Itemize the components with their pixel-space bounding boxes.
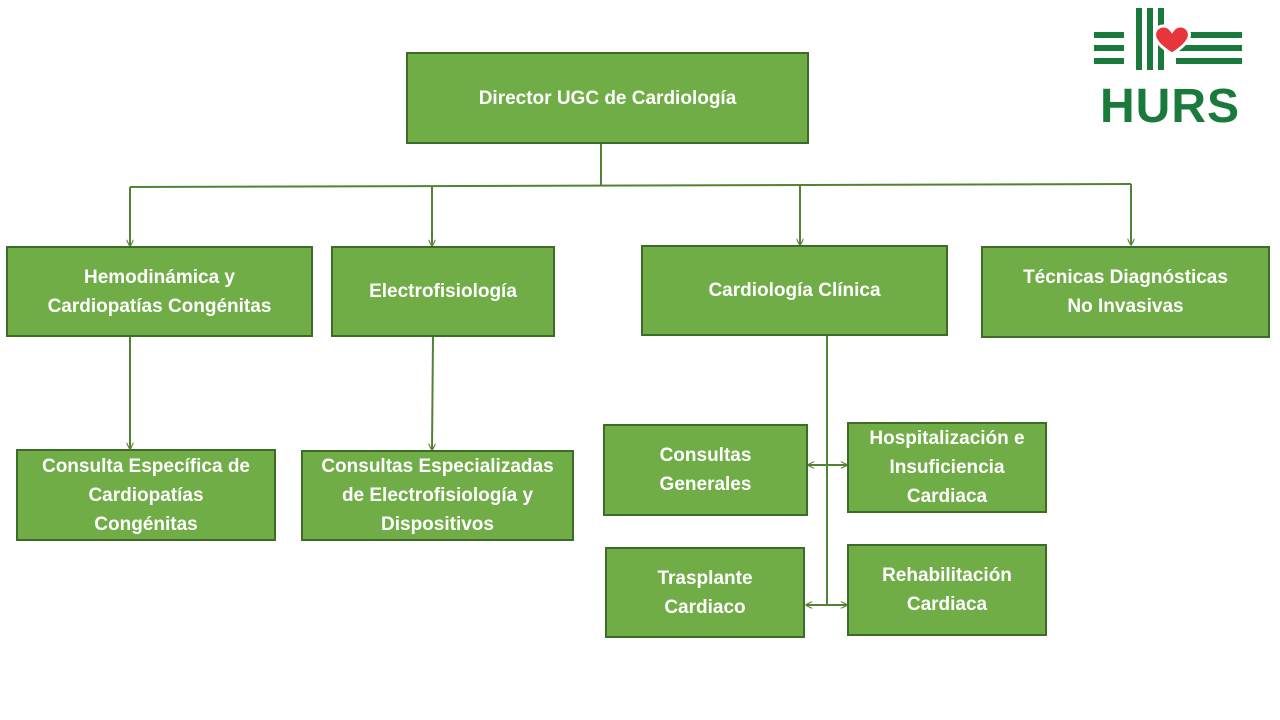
hospitalizacion-box: Hospitalización e Insuficiencia Cardiaca xyxy=(847,422,1047,513)
consultas-electro-label: Consultas Especializadas de Electrofisio… xyxy=(321,456,554,535)
hospitalizacion-label: Hospitalización e Insuficiencia Cardiaca xyxy=(869,428,1025,507)
consulta-cardiopatias-box: Consulta Específica de Cardiopatías Cong… xyxy=(16,449,276,541)
consultas-electro-box: Consultas Especializadas de Electrofisio… xyxy=(301,450,574,541)
electrofisiologia-label: Electrofisiología xyxy=(369,281,517,302)
hemodinamica-label: Hemodinámica y Cardiopatías Congénitas xyxy=(47,266,272,317)
director-label: Director UGC de Cardiología xyxy=(478,87,737,109)
tecnicas-label: Técnicas Diagnósticas No Invasivas xyxy=(1023,267,1228,317)
trasplante-box: Trasplante Cardiaco xyxy=(605,547,805,638)
rehabilitacion-box: Rehabilitación Cardiaca xyxy=(847,544,1047,636)
consulta-cardiopatias-label: Consulta Específica de Cardiopatías Cong… xyxy=(41,455,250,535)
electrofisiologia-box: Electrofisiología xyxy=(331,246,555,337)
director-box: Director UGC de Cardiología xyxy=(406,52,809,144)
hemodinamica-box: Hemodinámica y Cardiopatías Congénitas xyxy=(6,246,313,337)
consultas-generales-label: Consultas Generales xyxy=(659,445,752,495)
level1-bus xyxy=(129,183,1132,188)
arrow-consultas-electro xyxy=(432,335,433,450)
trasplante-label: Trasplante Cardiaco xyxy=(657,567,753,618)
heart-icon xyxy=(1153,24,1191,56)
hurs-logo: HURS xyxy=(1094,8,1242,128)
rehabilitacion-label: Rehabilitación Cardiaca xyxy=(882,565,1012,615)
tecnicas-box: Técnicas Diagnósticas No Invasivas xyxy=(981,246,1270,338)
cardiologia-clinica-box: Cardiología Clínica xyxy=(641,245,948,336)
cardiologia-clinica-label: Cardiología Clínica xyxy=(708,280,881,301)
consultas-generales-box: Consultas Generales xyxy=(603,424,808,516)
hurs-logo-text: HURS xyxy=(1100,80,1240,128)
